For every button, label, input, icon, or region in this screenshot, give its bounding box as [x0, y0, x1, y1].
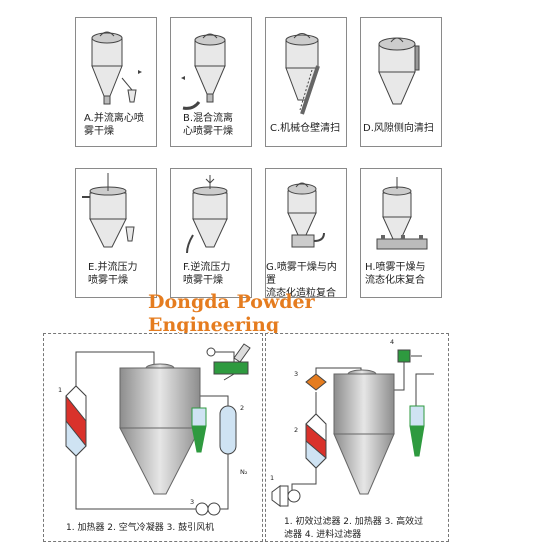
legend-right-line-2: 滤器 4. 进料过滤器: [284, 530, 362, 540]
caption-g: G.喷雾干燥与内置 流态化造粒复合: [266, 262, 337, 299]
mixed-flow-dryer-illustration: [181, 33, 226, 110]
caption-d: D.风隙侧向清扫: [363, 123, 434, 134]
pressure-countercurrent-illustration: [186, 175, 228, 254]
pressure-cocurrent-illustration: [82, 173, 135, 248]
hepa-filter-3: [305, 373, 327, 391]
panel-f: F.逆流压力 喷雾干燥: [170, 168, 252, 298]
right-process-drawing: [271, 349, 434, 507]
panel-e: E.并流压力 喷雾干燥: [75, 168, 157, 298]
label-r2: 2: [294, 426, 299, 434]
brand-line-1: Dongda Powder: [148, 291, 315, 313]
primary-filter-1: [271, 485, 301, 507]
spray-fluid-bed-illustration: [376, 177, 428, 250]
label-r1: 1: [270, 474, 275, 482]
cyclone-separator-2: [409, 405, 425, 457]
caption-b: B.混合流离 心喷雾干燥: [183, 113, 234, 137]
heater-1: [65, 385, 87, 457]
process-diagram-right: 3 2 1 4 1. 初效过滤器 2. 加热器 3. 高效过 滤器 4. 进料过…: [265, 333, 449, 542]
blower-fan: [195, 502, 209, 516]
drying-tower-2: [333, 369, 395, 495]
feed-tank: [213, 361, 249, 375]
caption-a: A.并流离心喷 雾干燥: [84, 113, 144, 137]
brand-line-2: Engineering: [148, 314, 280, 336]
label-2: 2: [240, 404, 245, 412]
panel-a: A.并流离心喷 雾干燥: [75, 17, 157, 147]
label-r3: 3: [294, 370, 299, 378]
label-r4: 4: [390, 338, 395, 346]
legend-right-line-1: 1. 初效过滤器 2. 加热器 3. 高效过: [284, 517, 424, 527]
label-3: 3: [190, 498, 195, 506]
caption-c: C.机械仓壁清扫: [270, 123, 341, 134]
air-gap-sweep-illustration: [378, 37, 420, 105]
spray-fluid-granulation-illustration: [287, 182, 325, 248]
legend-left: 1. 加热器 2. 空气冷凝器 3. 鼓引风机: [66, 523, 215, 533]
cyclone-separator: [191, 407, 207, 453]
drying-tower: [119, 363, 201, 495]
air-condenser: [219, 405, 237, 455]
label-1: 1: [58, 386, 63, 394]
panel-g: G.喷雾干燥与内置 流态化造粒复合: [265, 168, 347, 299]
label-n2-gas: N₂: [240, 468, 248, 476]
caption-h: H.喷雾干燥与 流态化床复合: [365, 262, 426, 286]
panel-d: D.风隙侧向清扫: [360, 17, 442, 147]
panel-b: B.混合流离 心喷雾干燥: [170, 17, 252, 147]
centrifugal-dryer-illustration: [91, 31, 142, 105]
panel-h: H.喷雾干燥与 流态化床复合: [360, 168, 442, 298]
panel-c: C.机械仓壁清扫: [265, 17, 347, 147]
process-diagram-left: 1 2 3 N₂ 1. 加热器 2. 空气冷凝器 3. 鼓引风机: [43, 333, 263, 542]
mechanical-sweep-illustration: [285, 33, 320, 115]
feed-filter-4: [397, 349, 411, 363]
heater-2: [305, 413, 327, 469]
caption-e: E.并流压力 喷雾干燥: [88, 262, 138, 286]
left-process-drawing: [65, 343, 251, 516]
caption-f: F.逆流压力 喷雾干燥: [183, 262, 231, 286]
